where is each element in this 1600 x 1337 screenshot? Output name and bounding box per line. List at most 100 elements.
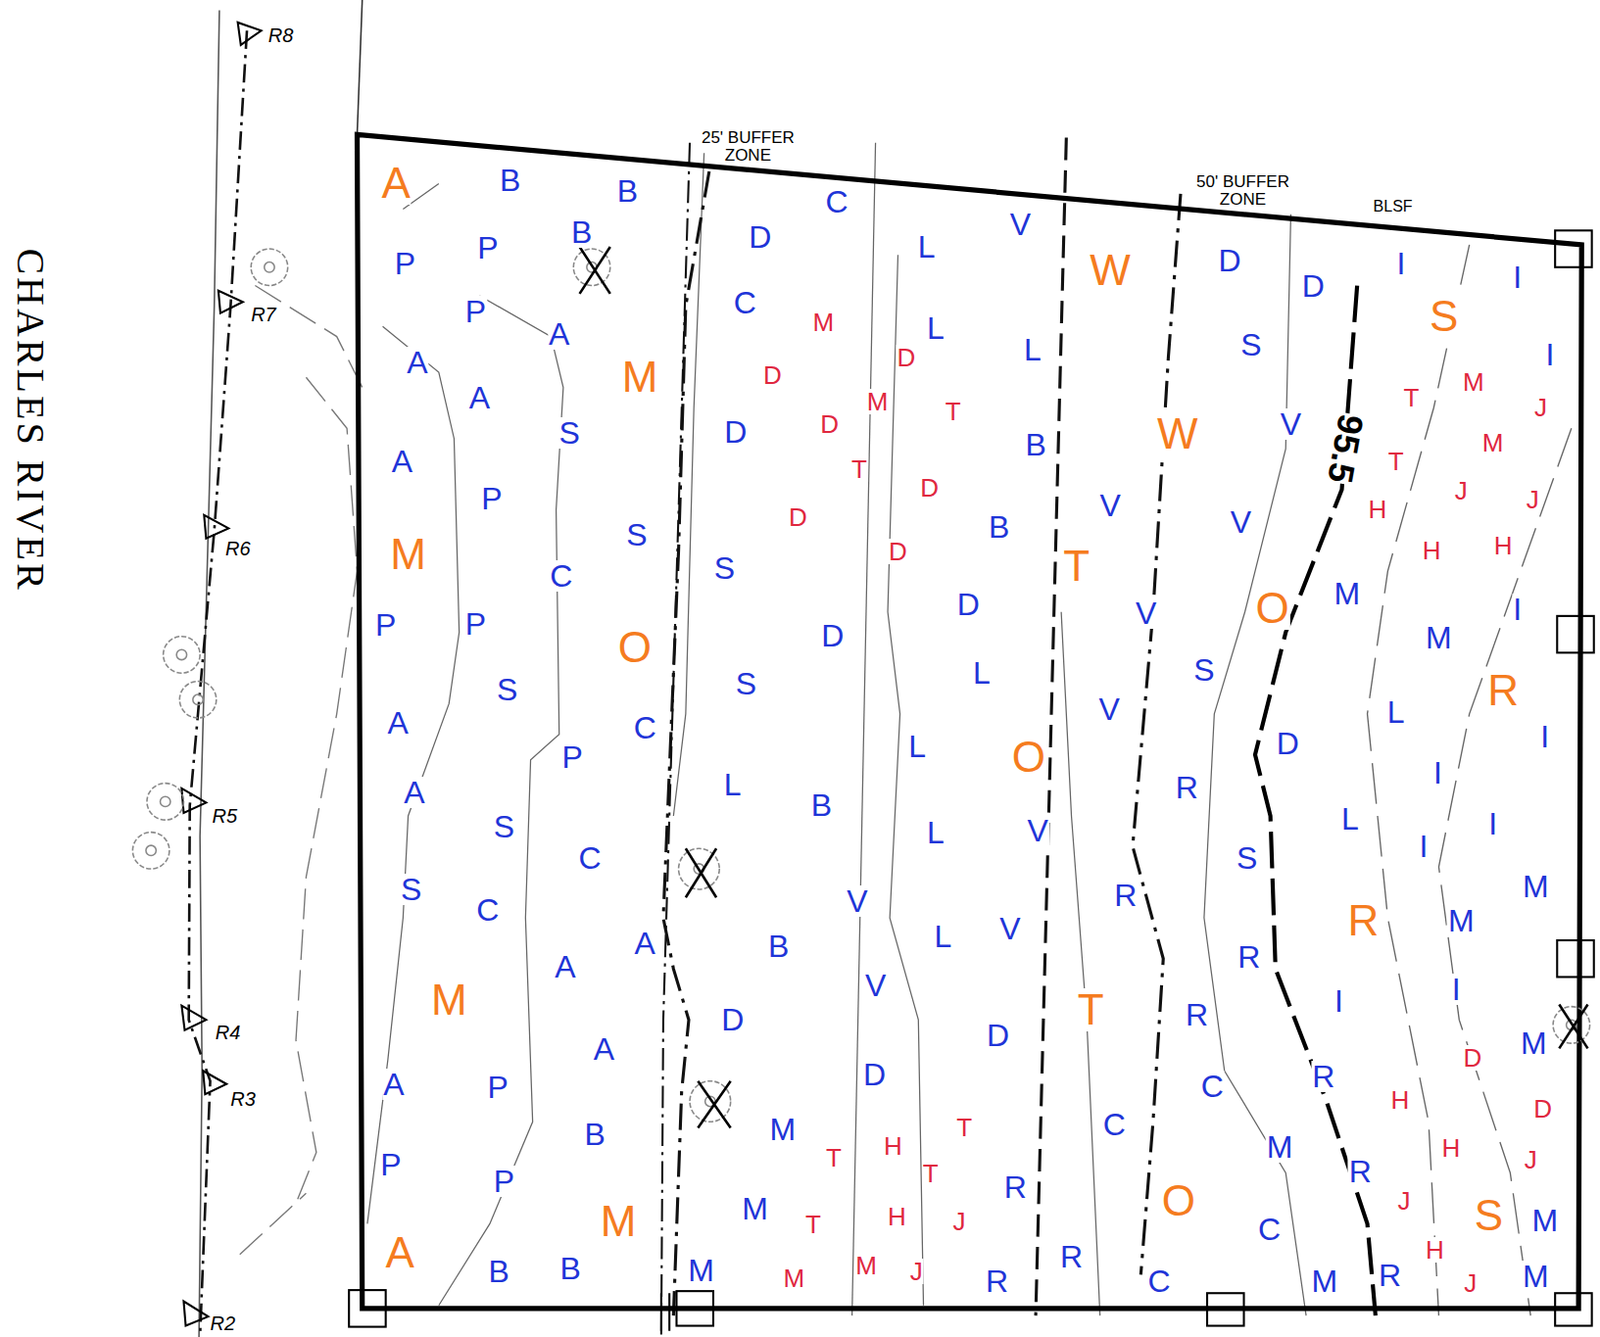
plant-code: P	[464, 608, 487, 640]
plant-code: B	[810, 789, 833, 822]
plant-code: M	[1521, 871, 1551, 903]
plant-code: R	[1003, 1171, 1028, 1204]
reference-point: R8	[267, 25, 295, 46]
plant-code: D	[720, 1004, 745, 1036]
plant-code: D	[762, 362, 783, 388]
plant-code: J	[1533, 394, 1549, 421]
plant-code: C	[1257, 1213, 1282, 1246]
plant-code: W	[1088, 248, 1132, 292]
plant-code: V	[1097, 693, 1120, 726]
plant-code: P	[476, 232, 499, 264]
plant-code: M	[388, 533, 428, 577]
plant-code: M	[866, 388, 890, 415]
plant-code: D	[820, 620, 845, 652]
plant-code: D	[919, 475, 940, 501]
plant-code: S	[492, 811, 516, 843]
plant-code: A	[380, 161, 411, 205]
plant-code: R	[1486, 669, 1520, 713]
plant-code: I	[1395, 247, 1407, 280]
plant-code: M	[1332, 578, 1361, 610]
plant-code: C	[548, 560, 574, 592]
plant-code: A	[385, 1231, 416, 1275]
plant-code: D	[723, 416, 748, 448]
plant-code: V	[1134, 597, 1158, 630]
plant-code: B	[570, 216, 593, 248]
plant-code: T	[1062, 544, 1091, 588]
plant-code: I	[1511, 261, 1523, 293]
plant-code: M	[1265, 1131, 1295, 1164]
plant-code: I	[1487, 808, 1499, 840]
plant-code: T	[944, 398, 963, 425]
plant-code: D	[1532, 1096, 1553, 1122]
plant-code: V	[1279, 408, 1303, 440]
plant-code: B	[987, 511, 1011, 543]
plant-code: H	[886, 1204, 908, 1230]
plant-code: R	[1113, 879, 1138, 912]
plant-code: P	[492, 1165, 516, 1198]
plant-code: O	[617, 626, 653, 670]
plant-code: D	[985, 1019, 1011, 1052]
plant-code: P	[379, 1149, 402, 1181]
plant-code: P	[561, 741, 584, 774]
river-name: CHARLES RIVER	[10, 246, 50, 593]
buffer-zone-label: 25' BUFFER ZONE	[683, 129, 812, 165]
plant-code: R	[1346, 899, 1380, 943]
plant-code: L	[1386, 696, 1407, 728]
plant-code: T	[1402, 385, 1420, 411]
plant-code: R	[1310, 1061, 1336, 1093]
plant-code: M	[1309, 1265, 1339, 1298]
plant-code: M	[1447, 905, 1476, 937]
plant-code: T	[850, 456, 869, 483]
plant-code: T	[804, 1212, 823, 1238]
plant-code: I	[1333, 985, 1345, 1018]
plant-code: T	[1076, 988, 1106, 1032]
plant-code: O	[1161, 1179, 1197, 1223]
plant-code: W	[1156, 412, 1200, 456]
plant-code: H	[1389, 1087, 1410, 1114]
reference-point: R4	[214, 1022, 243, 1043]
plant-code: M	[854, 1253, 878, 1279]
plant-code: S	[399, 873, 423, 906]
plant-code: H	[1441, 1135, 1462, 1162]
plant-code: A	[592, 1033, 616, 1066]
plant-code: A	[382, 1068, 405, 1101]
plant-code: J	[1462, 1270, 1478, 1297]
reference-point: R7	[249, 304, 278, 325]
plant-code: M	[686, 1255, 716, 1287]
plant-code: C	[1147, 1265, 1172, 1298]
plant-code: M	[1521, 1260, 1551, 1293]
plant-code: H	[1424, 1237, 1446, 1263]
plant-code: D	[956, 588, 981, 621]
plant-code: I	[1417, 830, 1429, 863]
plant-code: V	[1229, 506, 1253, 538]
plant-code: A	[547, 318, 571, 350]
plant-code: L	[971, 657, 992, 689]
plant-code: S	[1428, 294, 1459, 339]
plant-code: D	[887, 538, 909, 565]
plant-code: R	[1377, 1260, 1403, 1292]
plant-code: M	[740, 1193, 770, 1225]
plant-code: J	[909, 1259, 924, 1285]
plant-code: J	[951, 1209, 967, 1235]
plant-code: J	[1397, 1188, 1412, 1214]
plant-code: B	[559, 1253, 582, 1285]
plant-code: J	[1523, 1147, 1539, 1173]
plant-code: J	[1454, 478, 1469, 504]
plant-code: I	[1511, 593, 1523, 626]
plant-code: L	[925, 817, 946, 849]
plant-code: A	[633, 927, 657, 960]
plant-code: M	[1530, 1205, 1559, 1237]
plant-code: M	[621, 355, 660, 399]
plant-code: S	[625, 519, 648, 551]
plant-code: S	[1473, 1194, 1504, 1238]
plant-code: D	[1216, 244, 1242, 277]
plant-code: A	[386, 707, 409, 739]
plant-code: H	[882, 1133, 904, 1160]
plant-code: C	[475, 894, 500, 926]
plant-code: T	[955, 1115, 973, 1141]
plant-code: D	[862, 1059, 887, 1091]
plant-code: L	[1340, 803, 1360, 835]
plant-code: T	[1387, 448, 1406, 475]
plant-code: R	[984, 1265, 1010, 1298]
